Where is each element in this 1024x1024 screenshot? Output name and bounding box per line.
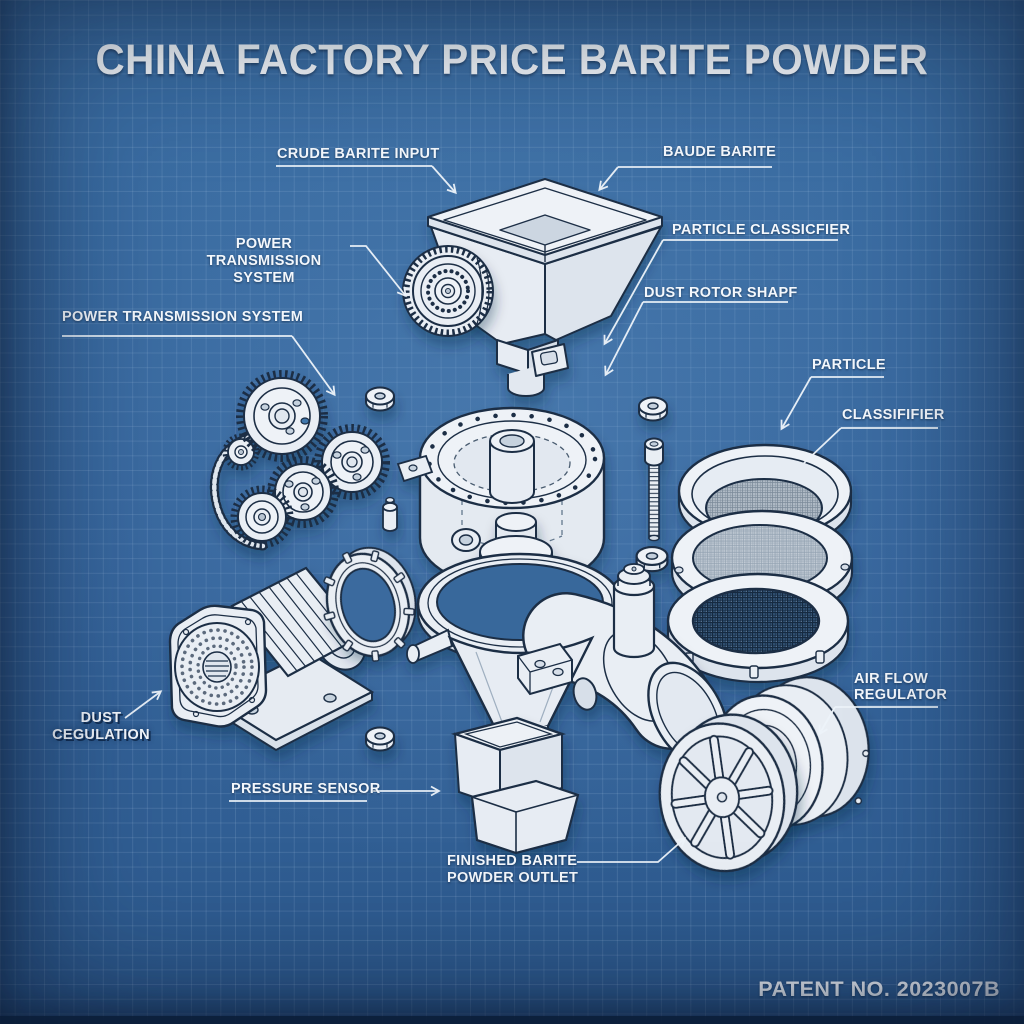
label-classififier: CLASSIFIFIER [842, 407, 945, 423]
patent-number: PATENT NO. 2023007B [758, 977, 1000, 1001]
label-crude-barite-input: CRUDE BARITE INPUT [277, 146, 440, 162]
page-title: CHINA FACTORY PRICE BARITE POWDER [95, 36, 929, 84]
gear-train-drawing [209, 370, 390, 551]
label-power-transmission-lower: POWER TRANSMISSION SYSTEM [62, 309, 304, 325]
label-dust-rotor-shapf: DUST ROTOR SHAPF [644, 285, 798, 301]
label-pressure-sensor: PRESSURE SENSOR [231, 781, 381, 797]
sieve-stack-drawing [666, 443, 854, 684]
cone-elbow-drawing [406, 512, 729, 767]
label-power-transmission-upper: POWER TRANSMISSION SYSTEM [206, 236, 322, 286]
blower-wheel-drawing [658, 713, 799, 873]
bolt-drawing [635, 396, 669, 573]
ring-gear-drawing [323, 546, 417, 662]
label-particle-classicfier: PARTICLE CLASSICFIER [672, 222, 851, 238]
label-dust-cegulation: DUST CEGULATION [52, 710, 150, 743]
label-baude-barite: BAUDE BARITE [663, 144, 777, 160]
label-finished-barite-powder-outlet: FINISHED BARITE POWDER OUTLET [447, 853, 579, 886]
feed-gear-drawing [402, 245, 494, 337]
hopper-drawing [427, 178, 663, 397]
bottom-edge-band [0, 1016, 1024, 1024]
label-air-flow-regulator: AIR FLOW REGULATOR [854, 671, 948, 703]
hex-nut-drawing [365, 386, 398, 752]
outlet-box-drawing [450, 716, 580, 855]
label-particle: PARTICLE [812, 357, 886, 373]
